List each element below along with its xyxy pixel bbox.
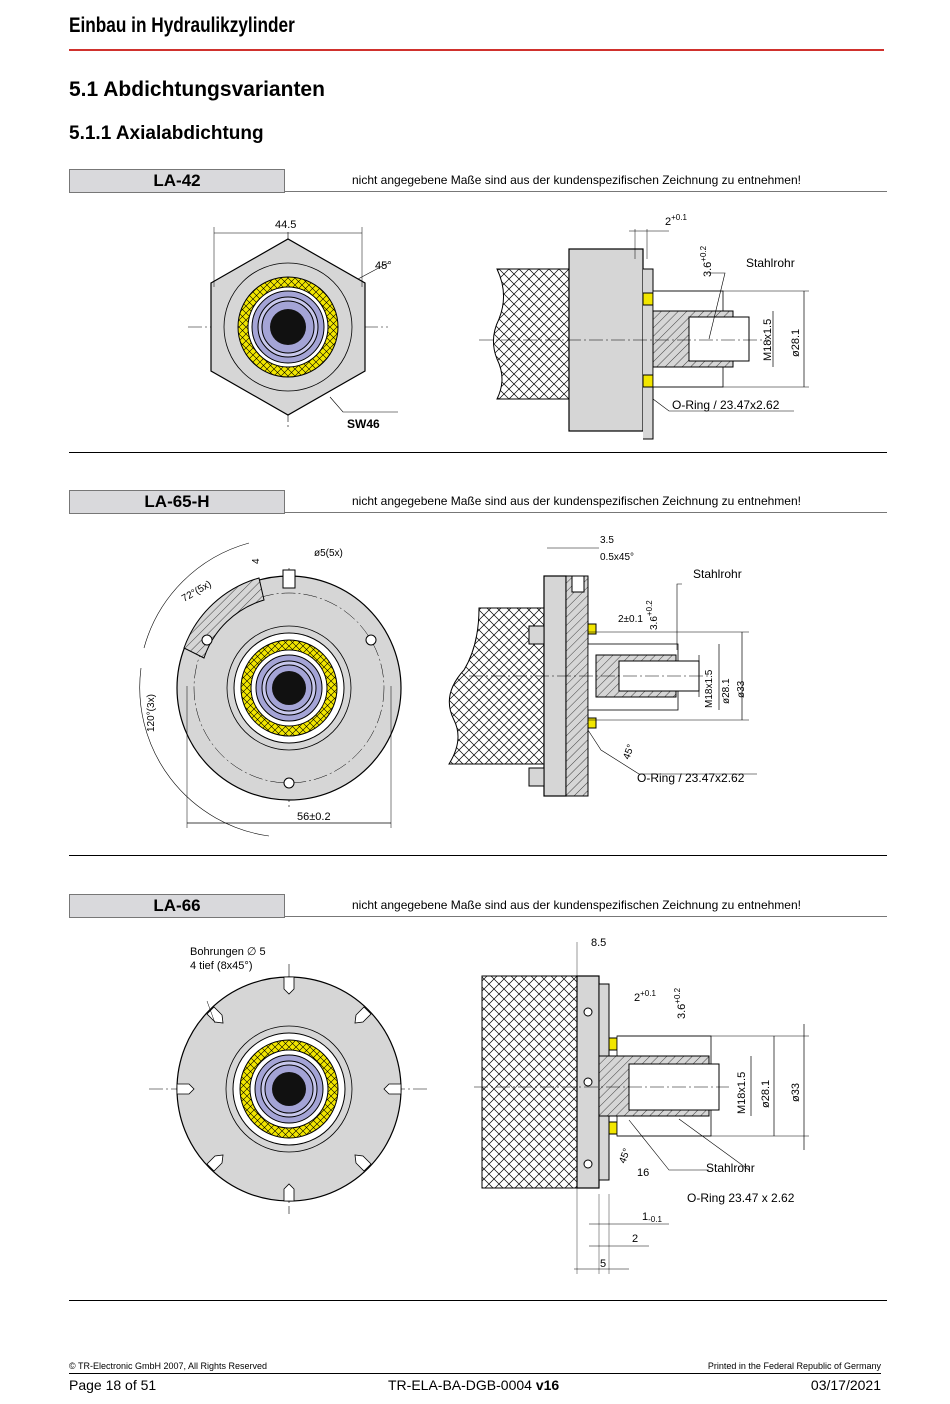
label-tube: Stahlrohr <box>706 1161 755 1175</box>
footer-copyright: © TR-Electronic GmbH 2007, All Rights Re… <box>69 1361 268 1371</box>
variant-la66: LA-66 nicht angegebene Maße sind aus der… <box>69 894 887 1298</box>
dim-width: 44.5 <box>275 219 296 231</box>
label-underline <box>285 512 887 513</box>
footer-version: v16 <box>535 1377 560 1393</box>
label-oring: O-Ring / 23.47x2.62 <box>672 398 780 412</box>
label-holes-1: Bohrungen ∅ 5 <box>190 946 266 958</box>
dim-angle3: 120°(3x) <box>146 694 157 732</box>
la42-drawing: 44.5 45° SW46 2+0.1 3.6+0.2 Stahlrohr <box>188 213 809 440</box>
section-title: 5.1 Abdichtungsvarianten <box>69 78 325 101</box>
dim-five: 5 <box>600 1258 606 1270</box>
label-holes-2: 4 tief (8x45°) <box>190 960 252 972</box>
variant-label: LA-65-H <box>69 490 285 514</box>
dim-sw: SW46 <box>347 417 380 431</box>
dim-d85: 8.5 <box>591 937 606 949</box>
la66-drawing: Bohrungen ∅ 5 4 tief (8x45°) <box>149 937 809 1274</box>
label-tube: Stahlrohr <box>693 567 742 581</box>
dim-hole: ø5(5x) <box>314 548 343 559</box>
dim-thread: M18x1.5 <box>762 319 774 361</box>
footer-page: Page 18 of 51 <box>69 1377 157 1393</box>
label-underline <box>285 191 887 192</box>
footer-doc-id: TR-ELA-BA-DGB-0004 <box>388 1377 532 1393</box>
label-oring: O-Ring / 23.47x2.62 <box>637 771 745 785</box>
dim-groove: 2+0.1 <box>665 213 687 228</box>
dim-sixteen: 16 <box>637 1167 649 1179</box>
variant-la65h: LA-65-H nicht angegebene Maße sind aus d… <box>69 490 887 854</box>
section-rule <box>69 855 887 856</box>
dim-depth: 3.6+0.2 <box>673 987 688 1019</box>
variant-note: nicht angegebene Maße sind aus der kunde… <box>352 173 801 187</box>
dim-ang: 45° <box>617 1147 633 1165</box>
dim-dia: ø28.1 <box>790 329 802 357</box>
dim-one: 1-0.1 <box>642 1211 662 1224</box>
dim-dia: ø28.1 <box>760 1080 772 1108</box>
dim-thread: M18x1.5 <box>736 1072 748 1114</box>
footer-date: 03/17/2021 <box>810 1377 881 1393</box>
variant-la42: LA-42 nicht angegebene Maße sind aus der… <box>69 169 887 453</box>
header-rule <box>69 49 884 51</box>
dim-dia2: ø33 <box>736 680 747 698</box>
dim-pitch: 72°(5x) <box>180 579 214 605</box>
dim-angle: 45° <box>375 260 392 272</box>
subsection-title: 5.1.1 Axialabdichtung <box>69 123 264 144</box>
dim-dia2: ø33 <box>790 1083 802 1102</box>
dim-groove: 2±0.1 <box>618 614 643 625</box>
dim-depth: 3.6+0.2 <box>699 245 714 277</box>
dim-depth: 3.6+0.2 <box>645 600 660 630</box>
la65h-drawing: 72°(5x) 4 ø5(5x) 120°(3x) 56±0.2 <box>139 535 757 837</box>
variant-label: LA-42 <box>69 169 285 193</box>
variant-note: nicht angegebene Maße sind aus der kunde… <box>352 898 801 912</box>
section-rule <box>69 452 887 453</box>
dim-ang: 45° <box>621 743 637 761</box>
label-oring: O-Ring 23.47 x 2.62 <box>687 1191 795 1205</box>
footer-rule <box>69 1373 881 1374</box>
dim-thread: M18x1.5 <box>704 669 715 708</box>
dim-groove: 2+0.1 <box>634 989 656 1004</box>
label-tube: Stahlrohr <box>746 256 795 270</box>
dim-d35: 3.5 <box>600 535 614 546</box>
dim-diameter: 56±0.2 <box>297 811 331 823</box>
dim-two: 2 <box>632 1233 638 1245</box>
dim-dia: ø28.1 <box>721 678 732 704</box>
section-rule <box>69 1300 887 1301</box>
header-title: Einbau in Hydraulikzylinder <box>69 14 295 37</box>
variant-label: LA-66 <box>69 894 285 918</box>
footer-doc: TR-ELA-BA-DGB-0004 v16 <box>388 1377 559 1393</box>
dim-four: 4 <box>251 558 262 564</box>
footer-printed: Printed in the Federal Republic of Germa… <box>707 1361 881 1371</box>
label-underline <box>285 916 887 917</box>
variant-note: nicht angegebene Maße sind aus der kunde… <box>352 494 801 508</box>
dim-chamfer: 0.5x45° <box>600 552 634 563</box>
